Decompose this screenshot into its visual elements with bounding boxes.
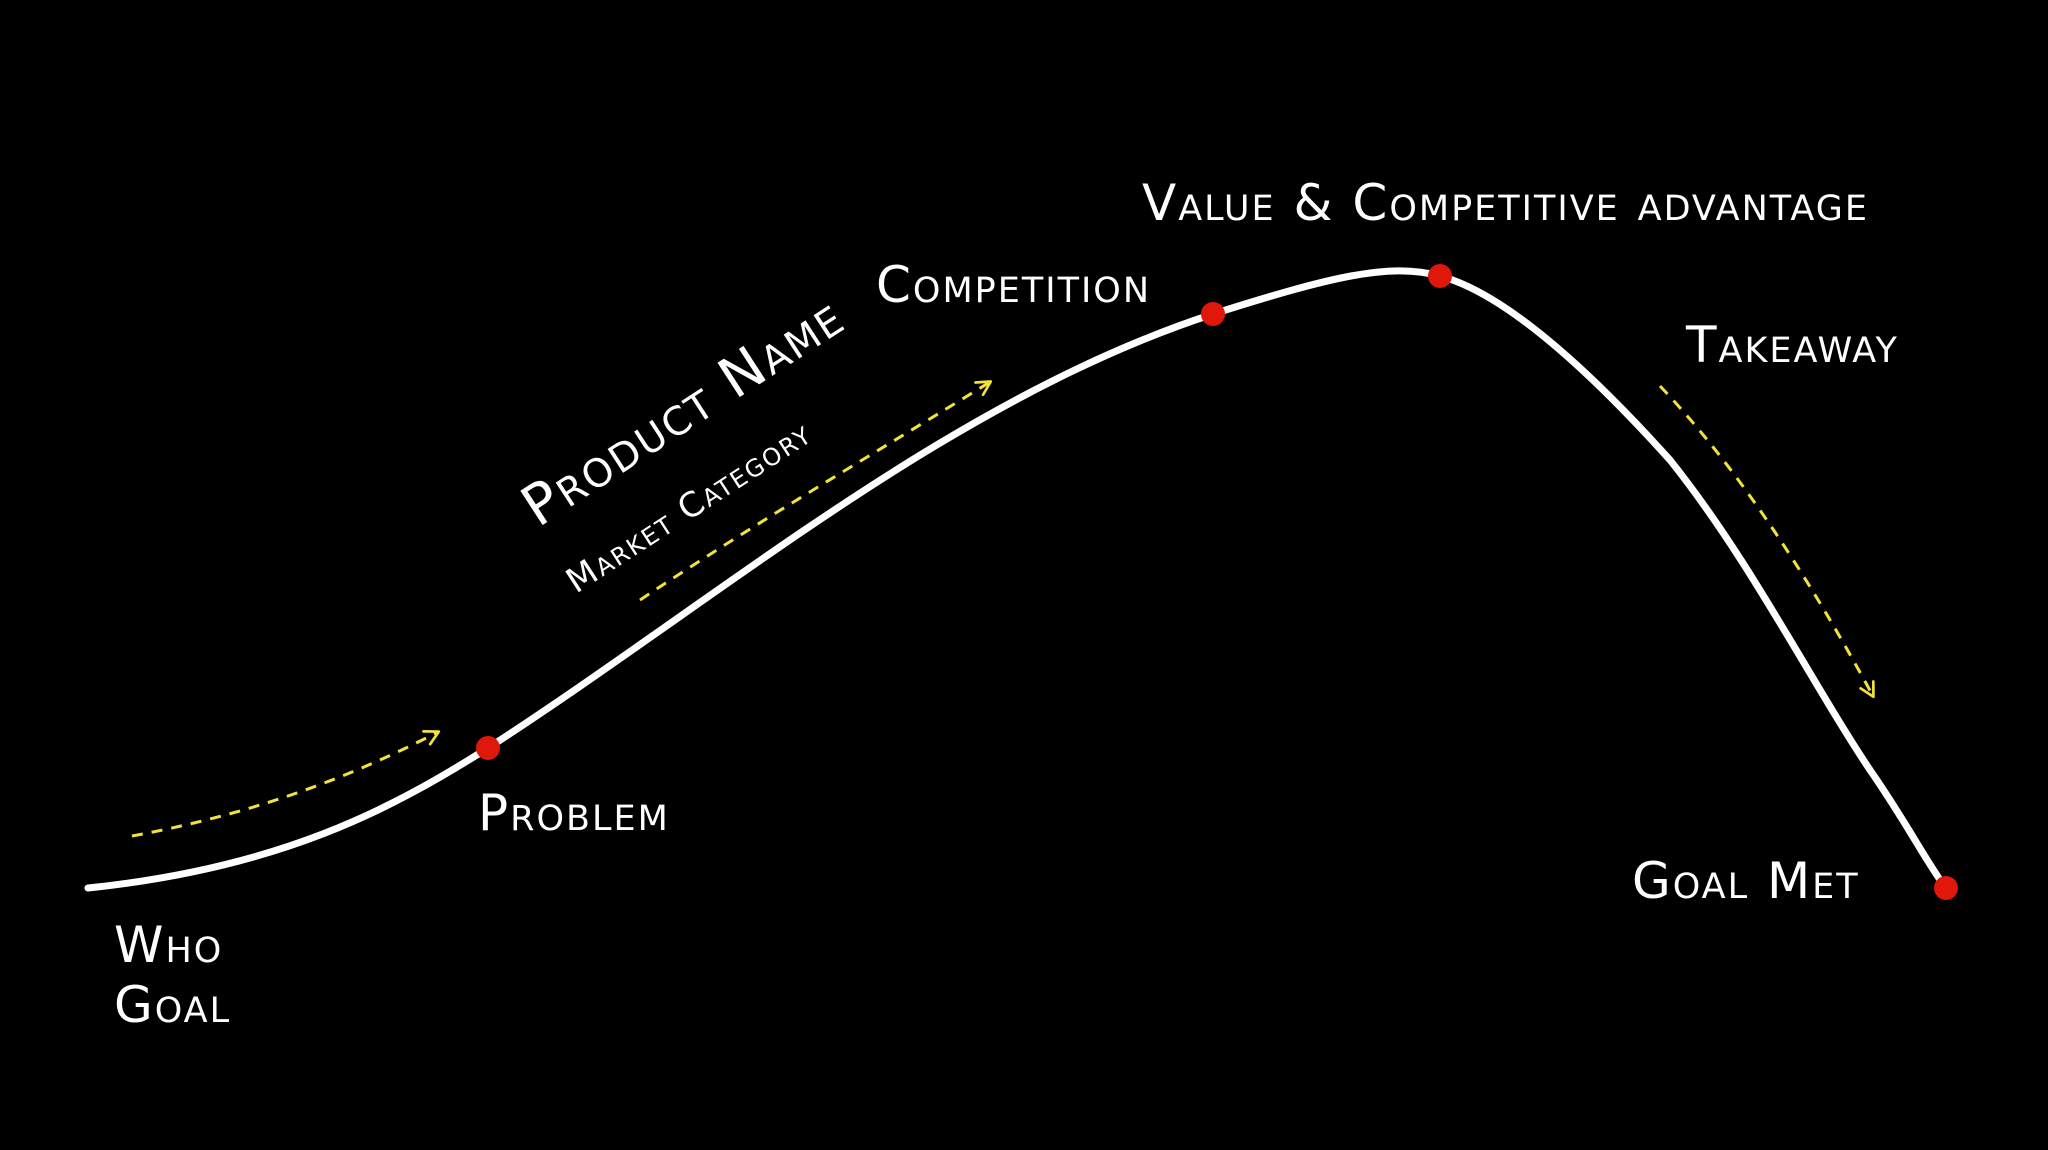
label-competition: Competition	[876, 256, 1151, 314]
label-who: Who	[114, 916, 223, 974]
story-arc-curve	[84, 267, 1950, 892]
label-value-advantage: Value & Competitive advantage	[1142, 174, 1869, 232]
dashed-arrow-rise-1	[131, 730, 441, 838]
label-goal: Goal	[114, 976, 231, 1034]
marker-value-advantage	[1428, 264, 1452, 288]
marker-goal-met	[1934, 876, 1958, 900]
marker-problem	[476, 736, 500, 760]
label-takeaway: Takeaway	[1685, 316, 1899, 374]
label-goal-met: Goal Met	[1632, 852, 1860, 910]
story-arc-tail	[1868, 768, 1948, 890]
label-problem: Problem	[478, 784, 670, 842]
dashed-arrow-fall	[1658, 384, 1875, 699]
marker-competition	[1201, 302, 1225, 326]
